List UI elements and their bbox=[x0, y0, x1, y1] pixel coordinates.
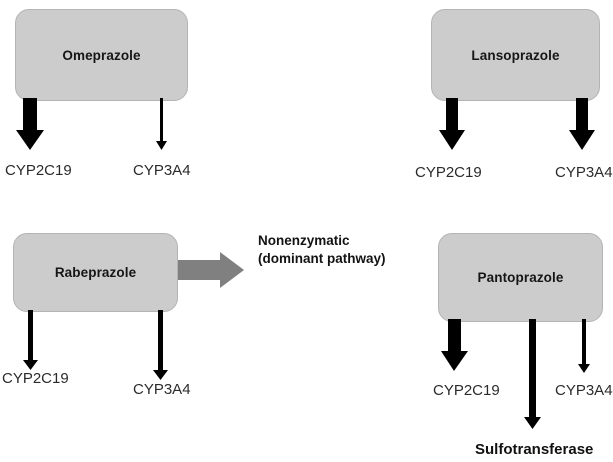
arrow-lansoprazole-cyp2c19 bbox=[439, 98, 465, 150]
arrow-omeprazole-cyp2c19 bbox=[16, 98, 44, 150]
label-omeprazole-cyp3a4: CYP3A4 bbox=[133, 162, 191, 179]
arrow-rabeprazole-nonenzymatic bbox=[178, 252, 244, 288]
node-pantoprazole-label: Pantoprazole bbox=[477, 270, 564, 285]
note-nonenzymatic: Nonenzymatic (dominant pathway) bbox=[258, 232, 386, 268]
label-rabeprazole-cyp3a4: CYP3A4 bbox=[133, 381, 191, 398]
node-lansoprazole: Lansoprazole bbox=[431, 9, 600, 101]
node-omeprazole-label: Omeprazole bbox=[62, 47, 141, 63]
note-nonenzymatic-line1: Nonenzymatic bbox=[258, 233, 350, 248]
node-rabeprazole-label: Rabeprazole bbox=[54, 265, 137, 280]
node-lansoprazole-label: Lansoprazole bbox=[471, 47, 560, 63]
note-nonenzymatic-line2: (dominant pathway) bbox=[258, 251, 386, 267]
label-lansoprazole-cyp3a4: CYP3A4 bbox=[555, 164, 613, 181]
node-rabeprazole: Rabeprazole bbox=[13, 233, 178, 312]
arrow-pantoprazole-sulfotransferase bbox=[524, 319, 541, 429]
arrow-pantoprazole-cyp3a4 bbox=[578, 319, 590, 373]
arrow-lansoprazole-cyp3a4 bbox=[569, 98, 595, 150]
node-omeprazole: Omeprazole bbox=[15, 9, 188, 101]
label-omeprazole-cyp2c19: CYP2C19 bbox=[5, 162, 72, 179]
arrow-omeprazole-cyp3a4 bbox=[156, 98, 167, 150]
label-pantoprazole-cyp2c19: CYP2C19 bbox=[433, 382, 500, 399]
arrow-rabeprazole-cyp2c19 bbox=[23, 310, 38, 370]
label-rabeprazole-cyp2c19: CYP2C19 bbox=[2, 370, 69, 387]
arrow-rabeprazole-cyp3a4 bbox=[153, 310, 168, 380]
label-pantoprazole-cyp3a4: CYP3A4 bbox=[555, 382, 613, 399]
label-lansoprazole-cyp2c19: CYP2C19 bbox=[415, 164, 482, 181]
node-pantoprazole: Pantoprazole bbox=[438, 233, 603, 322]
arrow-pantoprazole-cyp2c19 bbox=[441, 319, 468, 371]
label-pantoprazole-sulfotransferase: Sulfotransferase bbox=[475, 441, 594, 458]
